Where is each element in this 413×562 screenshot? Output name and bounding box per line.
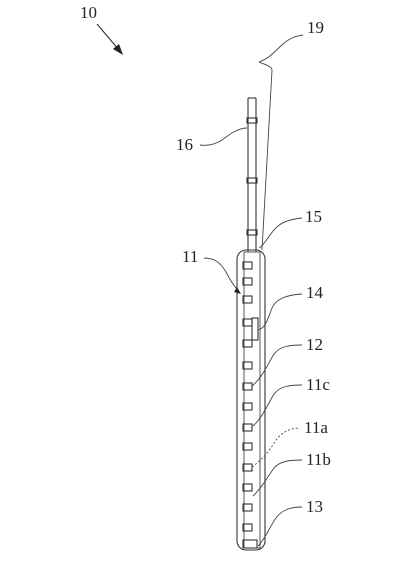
tip-block — [242, 539, 258, 549]
leader-11c — [252, 384, 303, 427]
label-15: 15 — [305, 207, 322, 226]
label-10: 10 — [80, 3, 97, 22]
leader-12 — [251, 344, 303, 387]
tube-joint — [246, 177, 258, 184]
label-11b: 11b — [306, 450, 331, 469]
connector-14 — [251, 317, 259, 341]
leader-16 — [199, 127, 248, 146]
label-19: 19 — [307, 18, 324, 37]
label-14: 14 — [306, 283, 324, 302]
leader-15 — [258, 217, 303, 249]
leader-11a — [251, 427, 301, 468]
label-11a: 11a — [304, 418, 328, 437]
label-12: 12 — [306, 335, 323, 354]
leader-13 — [257, 506, 303, 547]
label-11: 11 — [182, 247, 198, 266]
leader-11 — [203, 257, 241, 294]
leader-14 — [257, 293, 303, 331]
tube-joint — [246, 117, 258, 124]
electrode-rings — [242, 261, 258, 549]
label-13: 13 — [306, 497, 323, 516]
leader-11b — [252, 459, 303, 497]
tube-joint — [246, 229, 258, 236]
arrow-10 — [96, 23, 123, 55]
label-16: 16 — [176, 135, 193, 154]
upper-tube — [246, 97, 258, 252]
wire-19 — [258, 34, 304, 251]
sheath-11 — [236, 249, 266, 551]
label-11c: 11c — [306, 375, 330, 394]
